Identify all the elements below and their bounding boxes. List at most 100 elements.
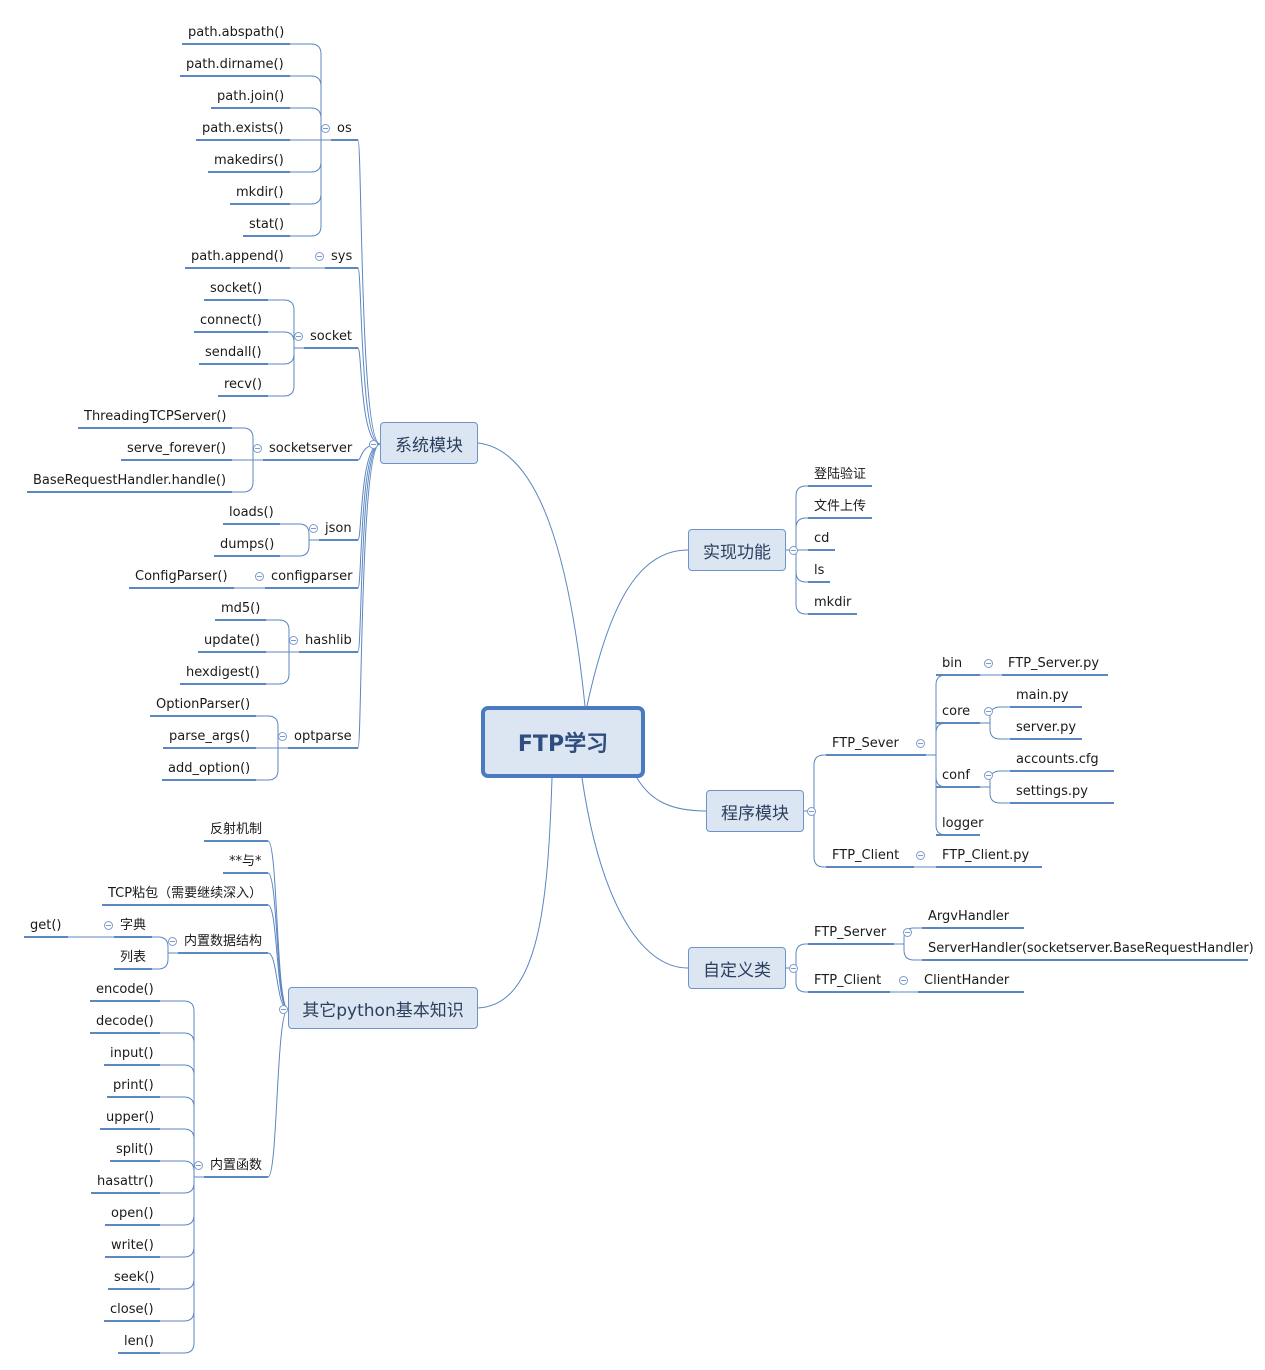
- node-ftp-server[interactable]: FTP_Server: [808, 925, 894, 945]
- node-update[interactable]: update(): [198, 633, 266, 653]
- node-hasattr[interactable]: hasattr(): [91, 1174, 160, 1194]
- node-threadingtcpserver[interactable]: ThreadingTCPServer(): [78, 409, 233, 429]
- node-parse-args[interactable]: parse_args(): [163, 729, 257, 749]
- node-path-join[interactable]: path.join(): [211, 89, 291, 109]
- collapse-toggle-icon[interactable]: [902, 927, 912, 937]
- node-tcp粘包-需要继续深入[interactable]: TCP粘包（需要继续深入）: [102, 886, 269, 906]
- node-encode[interactable]: encode(): [90, 982, 160, 1002]
- branch-prog[interactable]: 程序模块: [706, 790, 804, 832]
- node-input[interactable]: input(): [104, 1046, 160, 1066]
- collapse-toggle-icon[interactable]: [806, 806, 816, 816]
- node-sendall[interactable]: sendall(): [199, 345, 268, 365]
- node-字典[interactable]: 字典: [114, 918, 153, 938]
- node-mkdir[interactable]: mkdir(): [230, 185, 290, 205]
- node-seek[interactable]: seek(): [108, 1270, 161, 1290]
- node-server-py[interactable]: server.py: [1010, 720, 1082, 740]
- node-socket[interactable]: socket(): [204, 281, 269, 301]
- node-add-option[interactable]: add_option(): [162, 761, 257, 781]
- branch-custom[interactable]: 自定义类: [688, 947, 786, 989]
- collapse-toggle-icon[interactable]: [277, 731, 287, 741]
- node-get[interactable]: get(): [24, 918, 68, 938]
- node-ftp-server-py[interactable]: FTP_Server.py: [1002, 656, 1108, 676]
- node-md5[interactable]: md5(): [215, 601, 267, 621]
- collapse-toggle-icon[interactable]: [788, 545, 798, 555]
- collapse-toggle-icon[interactable]: [314, 251, 324, 261]
- collapse-toggle-icon[interactable]: [368, 439, 378, 449]
- collapse-toggle-icon[interactable]: [915, 850, 925, 860]
- node-内置数据结构[interactable]: 内置数据结构: [178, 934, 269, 954]
- node-write[interactable]: write(): [105, 1238, 160, 1258]
- node-stat[interactable]: stat(): [243, 217, 291, 237]
- node-列表[interactable]: 列表: [114, 950, 153, 970]
- node-core[interactable]: core: [936, 704, 980, 724]
- node-baserequesthandler-handle[interactable]: BaseRequestHandler.handle(): [27, 473, 233, 493]
- collapse-toggle-icon[interactable]: [308, 523, 318, 533]
- node-path-exists[interactable]: path.exists(): [196, 121, 290, 141]
- node-logger[interactable]: logger: [936, 816, 983, 836]
- collapse-toggle-icon[interactable]: [252, 443, 262, 453]
- node-recv[interactable]: recv(): [218, 377, 269, 397]
- node-main-py[interactable]: main.py: [1010, 688, 1082, 708]
- node-反射机制[interactable]: 反射机制: [204, 822, 269, 842]
- collapse-toggle-icon[interactable]: [983, 658, 993, 668]
- node-内置函数[interactable]: 内置函数: [204, 1158, 269, 1178]
- node-mkdir[interactable]: mkdir: [808, 595, 858, 615]
- node-connect[interactable]: connect(): [194, 313, 268, 333]
- node-decode[interactable]: decode(): [90, 1014, 160, 1034]
- node-split[interactable]: split(): [110, 1142, 160, 1162]
- node-与[interactable]: **与*: [223, 854, 268, 874]
- node-serverhandler-socketserver-baserequesthandler[interactable]: ServerHandler(socketserver.BaseRequestHa…: [922, 941, 1254, 961]
- node-ftp-client[interactable]: FTP_Client: [808, 973, 890, 993]
- collapse-toggle-icon[interactable]: [167, 936, 177, 946]
- node-path-dirname[interactable]: path.dirname(): [180, 57, 290, 77]
- node-upper[interactable]: upper(): [100, 1110, 161, 1130]
- collapse-toggle-icon[interactable]: [254, 571, 264, 581]
- branch-impl[interactable]: 实现功能: [688, 529, 786, 571]
- node-socket[interactable]: socket: [304, 329, 359, 349]
- collapse-toggle-icon[interactable]: [103, 920, 113, 930]
- collapse-toggle-icon[interactable]: [193, 1160, 203, 1170]
- node-configparser[interactable]: configparser: [265, 569, 359, 589]
- node-settings-py[interactable]: settings.py: [1010, 784, 1114, 804]
- branch-other[interactable]: 其它python基本知识: [288, 987, 478, 1029]
- node-hexdigest[interactable]: hexdigest(): [180, 665, 266, 685]
- node-socketserver[interactable]: socketserver: [263, 441, 359, 461]
- node-argvhandler[interactable]: ArgvHandler: [922, 909, 1024, 929]
- node-makedirs[interactable]: makedirs(): [208, 153, 290, 173]
- node-print[interactable]: print(): [107, 1078, 160, 1098]
- collapse-toggle-icon[interactable]: [915, 738, 925, 748]
- node-sys[interactable]: sys: [325, 249, 359, 269]
- node-ftp-client-py[interactable]: FTP_Client.py: [936, 848, 1042, 868]
- collapse-toggle-icon[interactable]: [983, 706, 993, 716]
- node-optionparser[interactable]: OptionParser(): [150, 697, 257, 717]
- node-bin[interactable]: bin: [936, 656, 980, 676]
- node-path-abspath[interactable]: path.abspath(): [182, 25, 291, 45]
- node-ftp-sever[interactable]: FTP_Sever: [826, 736, 926, 756]
- node-cd[interactable]: cd: [808, 531, 836, 551]
- collapse-toggle-icon[interactable]: [788, 963, 798, 973]
- node-conf[interactable]: conf: [936, 768, 980, 788]
- node-ftp-client[interactable]: FTP_Client: [826, 848, 914, 868]
- node-ls[interactable]: ls: [808, 563, 831, 583]
- node-loads[interactable]: loads(): [223, 505, 280, 525]
- node-os[interactable]: os: [331, 121, 358, 141]
- node-accounts-cfg[interactable]: accounts.cfg: [1010, 752, 1114, 772]
- node-path-append[interactable]: path.append(): [185, 249, 290, 269]
- node-serve-forever[interactable]: serve_forever(): [121, 441, 233, 461]
- node-clienthander[interactable]: ClientHander: [918, 973, 1024, 993]
- collapse-toggle-icon[interactable]: [898, 975, 908, 985]
- node-文件上传[interactable]: 文件上传: [808, 499, 873, 519]
- node-configparser[interactable]: ConfigParser(): [129, 569, 234, 589]
- collapse-toggle-icon[interactable]: [288, 635, 298, 645]
- node-optparse[interactable]: optparse: [288, 729, 358, 749]
- collapse-toggle-icon[interactable]: [278, 1004, 288, 1014]
- central-topic[interactable]: FTP学习: [481, 706, 645, 778]
- node-open[interactable]: open(): [105, 1206, 160, 1226]
- node-close[interactable]: close(): [104, 1302, 160, 1322]
- node-len[interactable]: len(): [118, 1334, 160, 1354]
- node-hashlib[interactable]: hashlib: [299, 633, 358, 653]
- branch-sys[interactable]: 系统模块: [380, 422, 478, 464]
- node-登陆验证[interactable]: 登陆验证: [808, 467, 873, 487]
- collapse-toggle-icon[interactable]: [983, 770, 993, 780]
- collapse-toggle-icon[interactable]: [320, 123, 330, 133]
